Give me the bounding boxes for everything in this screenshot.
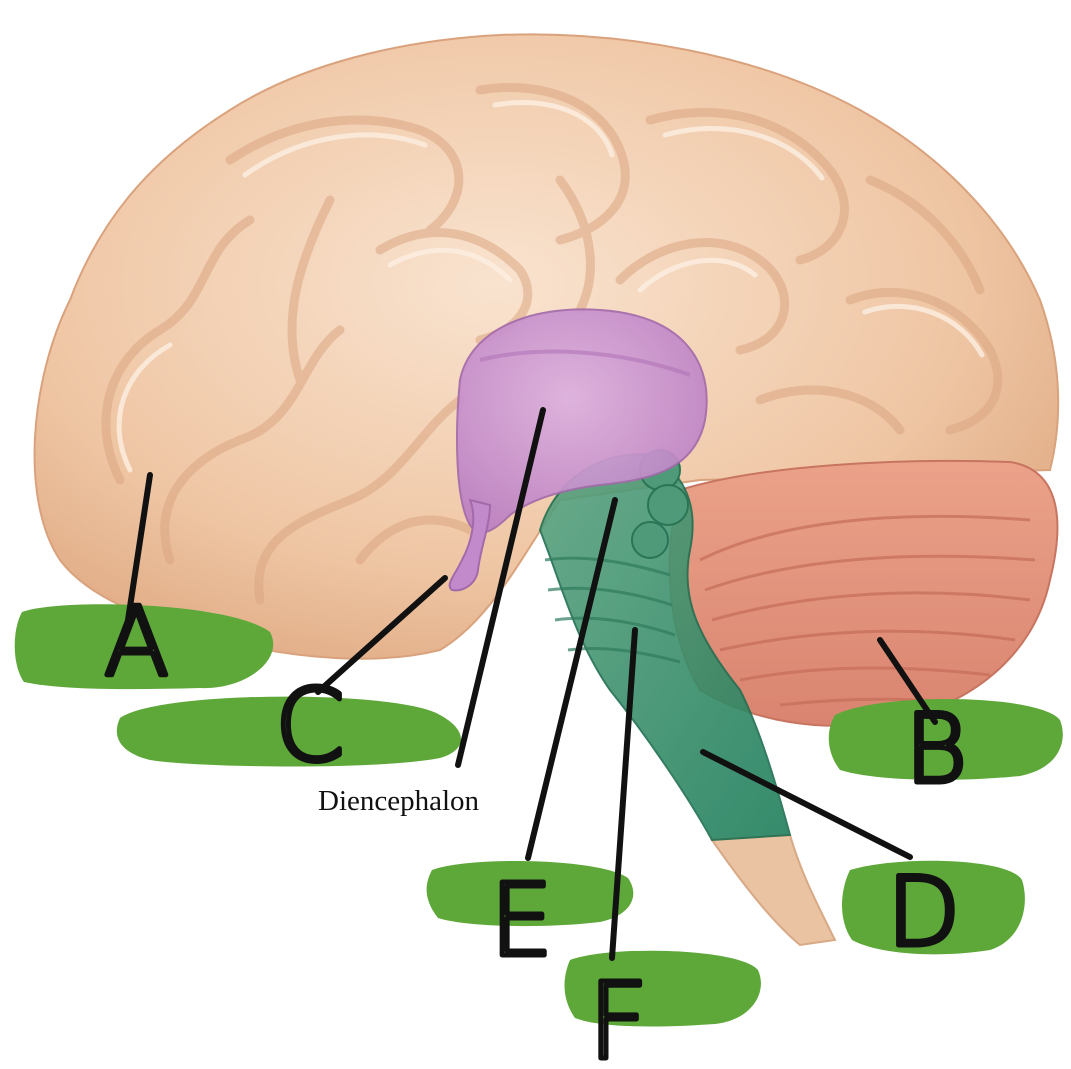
leader-line-F bbox=[609, 627, 638, 961]
spinal-cord bbox=[710, 833, 837, 947]
answer-box-C[interactable] bbox=[116, 696, 461, 767]
answer-box-A[interactable] bbox=[14, 604, 274, 690]
answer-letter-F: F bbox=[588, 961, 648, 1069]
diencephalon-label: Diencephalon bbox=[318, 785, 480, 817]
diencephalon-structure bbox=[456, 308, 708, 534]
leader-line-A bbox=[125, 472, 153, 623]
answer-letter-C: C bbox=[275, 667, 345, 784]
cerebral-highlights bbox=[116, 99, 985, 473]
cerebral-gyri bbox=[101, 83, 1003, 605]
answer-letter-E: E bbox=[490, 862, 553, 979]
leader-line-diencephalon bbox=[455, 407, 546, 768]
diencephalon-fold bbox=[479, 349, 691, 377]
answer-box-D[interactable] bbox=[842, 860, 1025, 955]
leader-line-E bbox=[525, 497, 618, 861]
leader-lines bbox=[125, 407, 938, 961]
answer-box-E[interactable] bbox=[426, 860, 634, 927]
pituitary-stalk bbox=[448, 498, 492, 592]
leader-line-C bbox=[315, 575, 448, 695]
leader-line-B bbox=[877, 637, 938, 725]
answer-letter-D: D bbox=[887, 858, 960, 968]
leader-line-D bbox=[700, 749, 913, 860]
answer-letter-A: A bbox=[104, 588, 169, 698]
answer-box-F[interactable] bbox=[564, 950, 761, 1027]
cerebellum-folia bbox=[699, 514, 1036, 707]
answer-letter-B: B bbox=[905, 695, 967, 805]
answer-box-B[interactable] bbox=[828, 699, 1063, 780]
